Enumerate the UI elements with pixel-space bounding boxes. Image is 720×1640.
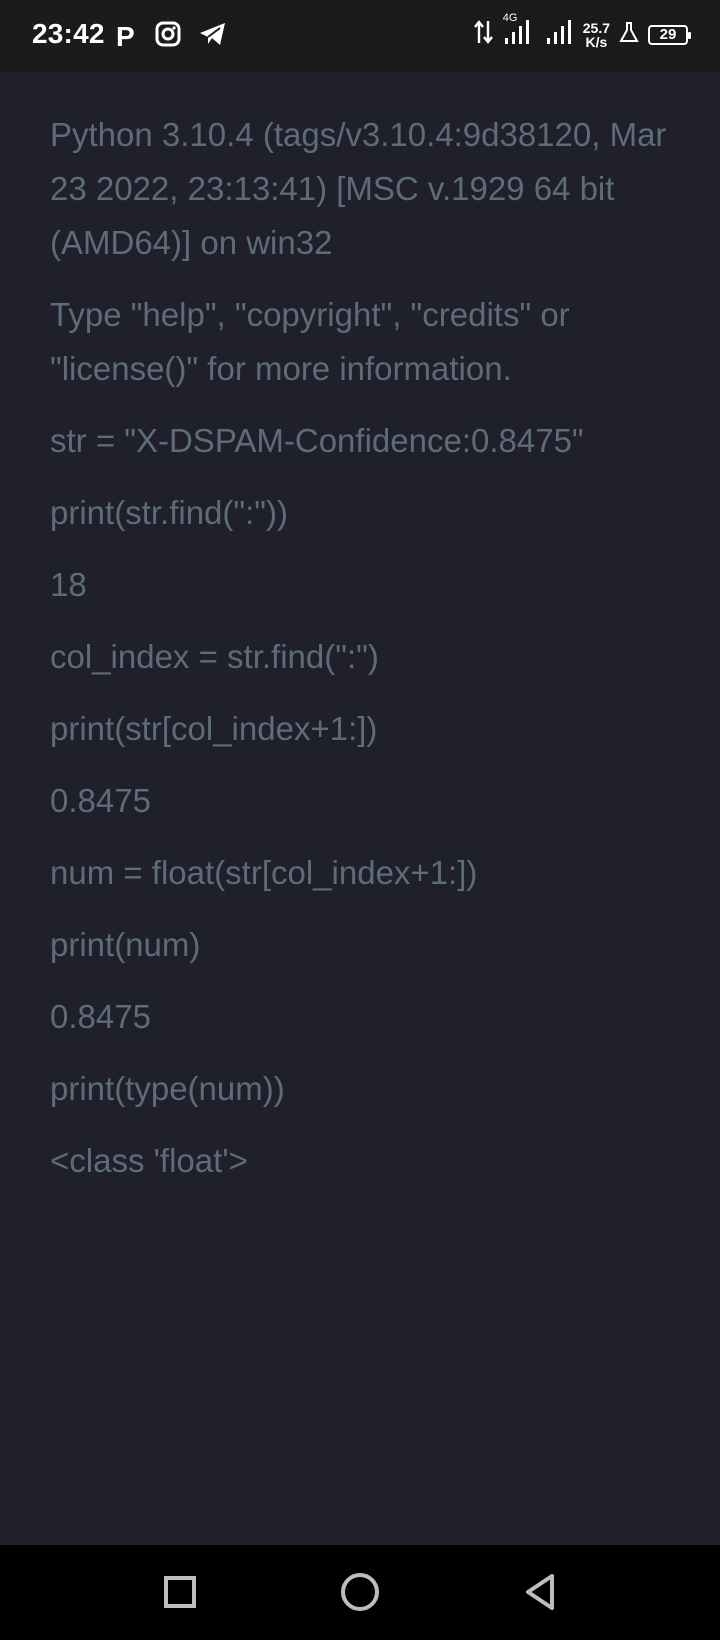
recent-apps-button[interactable] (155, 1567, 205, 1617)
console-line-code: col_index = str.find(":") (50, 638, 379, 675)
navigation-bar (0, 1545, 720, 1640)
network-type: 4G (502, 12, 518, 24)
console-line-code: num = float(str[col_index+1:]) (50, 854, 478, 891)
console-line-output: 18 (50, 566, 87, 603)
console-line-banner: Python 3.10.4 (tags/v3.10.4:9d38120, Mar… (50, 116, 676, 261)
status-bar: 23:42 P 4G (0, 0, 720, 72)
console-line-code: str = "X-DSPAM-Confidence:0.8475" (50, 422, 584, 459)
python-console-output: Python 3.10.4 (tags/v3.10.4:9d38120, Mar… (50, 108, 670, 1206)
flask-icon (618, 20, 640, 49)
console-line-output: 0.8475 (50, 998, 151, 1035)
speed-value: 25.7 (582, 19, 610, 36)
back-triangle-icon (526, 1574, 554, 1610)
network-speed: 25.7 K/s (583, 21, 610, 49)
instagram-icon (154, 20, 182, 53)
square-icon (164, 1576, 196, 1608)
p-app-icon: P (116, 20, 135, 52)
home-button[interactable] (335, 1567, 385, 1617)
console-line-code: print(type(num)) (50, 1070, 285, 1107)
status-time: 23:42 (32, 18, 105, 49)
console-line-output: <class 'float'> (50, 1142, 248, 1179)
telegram-icon (198, 20, 228, 53)
notification-icons: P (116, 20, 228, 53)
battery-level: 29 (659, 26, 677, 43)
signal-strength-icon-1: 4G (503, 12, 537, 51)
circle-icon (341, 1573, 379, 1611)
console-line-help: Type "help", "copyright", "credits" or "… (50, 296, 579, 387)
console-line-code: print(num) (50, 926, 201, 963)
status-right-icons: 4G 25.7 K/s 29 (473, 12, 691, 51)
speed-unit: K/s (585, 33, 608, 50)
console-line-output: 0.8475 (50, 782, 151, 819)
battery-icon: 29 (648, 24, 691, 45)
data-transfer-icon (473, 19, 495, 50)
console-line-code: print(str.find(":")) (50, 494, 288, 531)
signal-strength-icon-2 (545, 18, 575, 51)
console-line-code: print(str[col_index+1:]) (50, 710, 378, 747)
back-button[interactable] (515, 1567, 565, 1617)
